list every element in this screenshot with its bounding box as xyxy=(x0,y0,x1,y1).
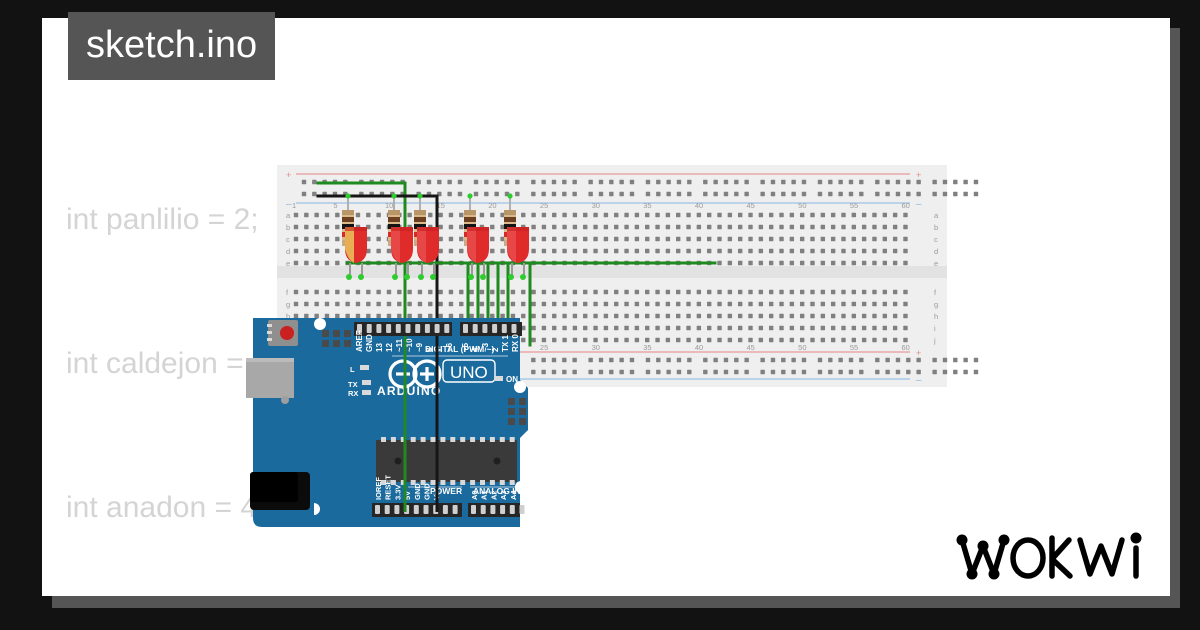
file-tab-sketch-ino[interactable]: sketch.ino xyxy=(68,12,276,80)
code-editor-text: int panlilio = 2; int caldejon = 3; int … xyxy=(66,100,766,630)
code-line: int anadon = 4; xyxy=(66,491,266,524)
code-line: int panlilio = 2; xyxy=(66,203,259,236)
code-line: int caldejon = 3; xyxy=(66,347,277,380)
wokwi-logo xyxy=(956,532,1142,580)
